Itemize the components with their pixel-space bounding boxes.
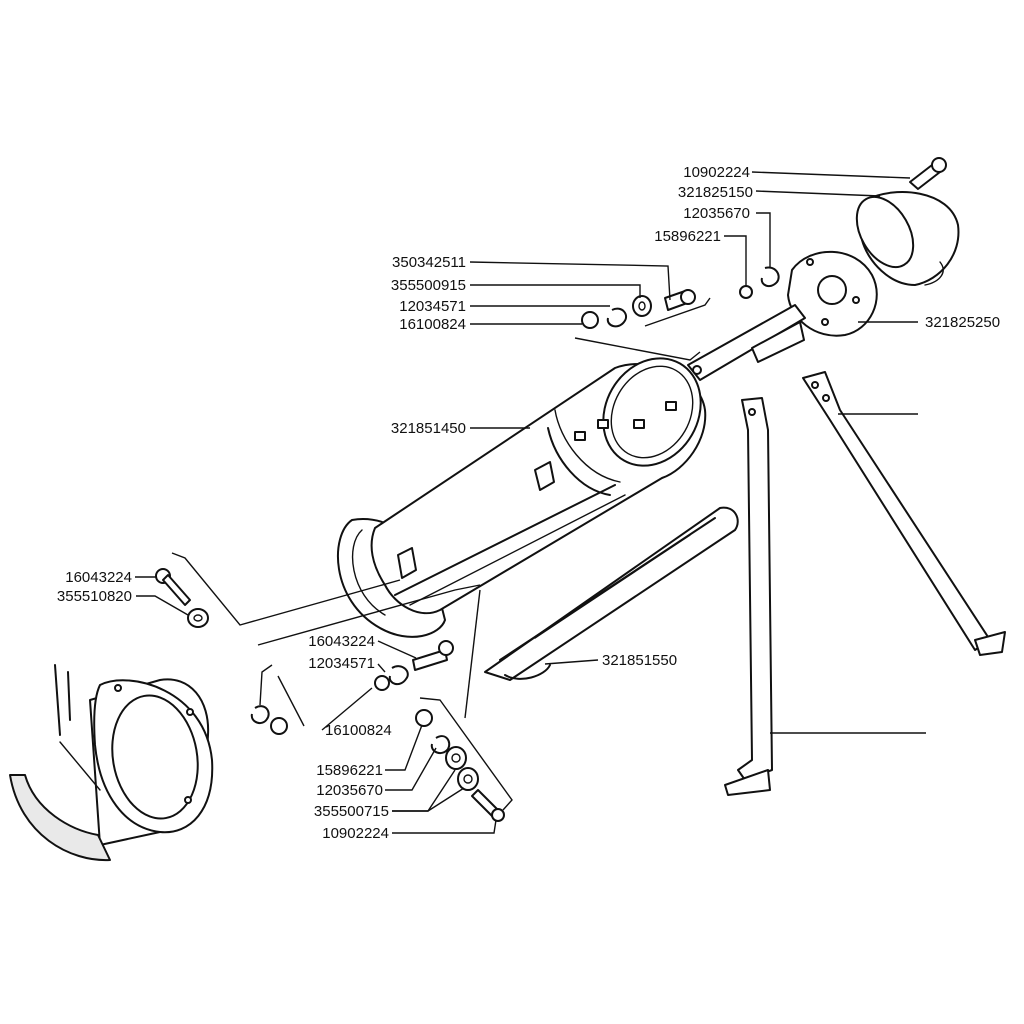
muffler-body-part [336, 357, 707, 638]
part-label: 12034571 [308, 655, 375, 672]
hanger-bar-vertical-part [724, 397, 773, 796]
part-label: 321825250 [925, 314, 1000, 331]
part-label: 10902224 [683, 164, 750, 181]
fasteners-top [581, 157, 947, 329]
part-label: 10902224 [322, 825, 389, 842]
tailpipe-bracket-part [687, 250, 878, 381]
leader-lines [135, 171, 926, 834]
part-label: 16100824 [325, 722, 392, 739]
fasteners-middle [155, 568, 505, 822]
part-label: 15896221 [654, 228, 721, 245]
hanger-bar-diagonal-part [802, 371, 1006, 656]
heat-shield-part [484, 506, 739, 681]
part-label: 355500715 [314, 803, 389, 820]
part-label: 12035670 [316, 782, 383, 799]
part-label: 16043224 [65, 569, 132, 586]
part-label: 16043224 [308, 633, 375, 650]
part-label: 355500915 [391, 277, 466, 294]
part-label: 16100824 [399, 316, 466, 333]
part-label: 321825150 [678, 184, 753, 201]
part-label: 355510820 [57, 588, 132, 605]
part-label: 12035670 [683, 205, 750, 222]
part-label: 350342511 [392, 254, 466, 271]
inlet-pipe-part [9, 664, 214, 862]
part-label: 321851550 [602, 652, 677, 669]
part-label: 15896221 [316, 762, 383, 779]
rear-cap-part [855, 191, 960, 286]
part-label: 321851450 [391, 420, 466, 437]
part-labels: 10902224 321825150 12035670 15896221 350… [57, 164, 1000, 842]
part-label: 12034571 [399, 298, 466, 315]
